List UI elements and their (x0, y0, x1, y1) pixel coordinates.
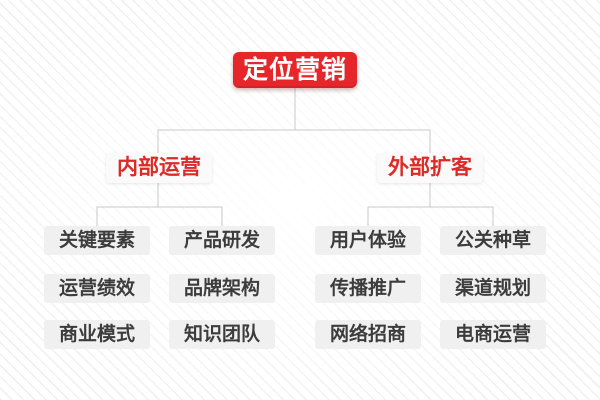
leaf-node-user-experience: 用户体验 (315, 226, 421, 255)
branch-node-internal-operations: 内部运营 (106, 153, 212, 183)
leaf-node-key-elements: 关键要素 (44, 226, 150, 255)
leaf-node-communication-promotion: 传播推广 (315, 274, 421, 303)
leaf-node-channel-planning: 渠道规划 (440, 274, 546, 303)
right-branch-connector (367, 183, 494, 226)
leaf-node-brand-architecture: 品牌架构 (169, 274, 275, 303)
root-branch-connector (157, 88, 431, 153)
root-node-positioning-marketing: 定位营销 (233, 52, 357, 88)
leaf-node-knowledge-team: 知识团队 (169, 320, 275, 349)
branch-node-external-expansion: 外部扩客 (377, 153, 483, 183)
leaf-node-product-development: 产品研发 (169, 226, 275, 255)
leaf-node-pr-seeding: 公关种草 (440, 226, 546, 255)
leaf-node-operation-performance: 运营绩效 (44, 274, 150, 303)
leaf-node-online-investment: 网络招商 (315, 320, 421, 349)
leaf-node-business-model: 商业模式 (44, 320, 150, 349)
left-branch-connector (96, 183, 223, 226)
leaf-node-ecommerce-operation: 电商运营 (440, 320, 546, 349)
